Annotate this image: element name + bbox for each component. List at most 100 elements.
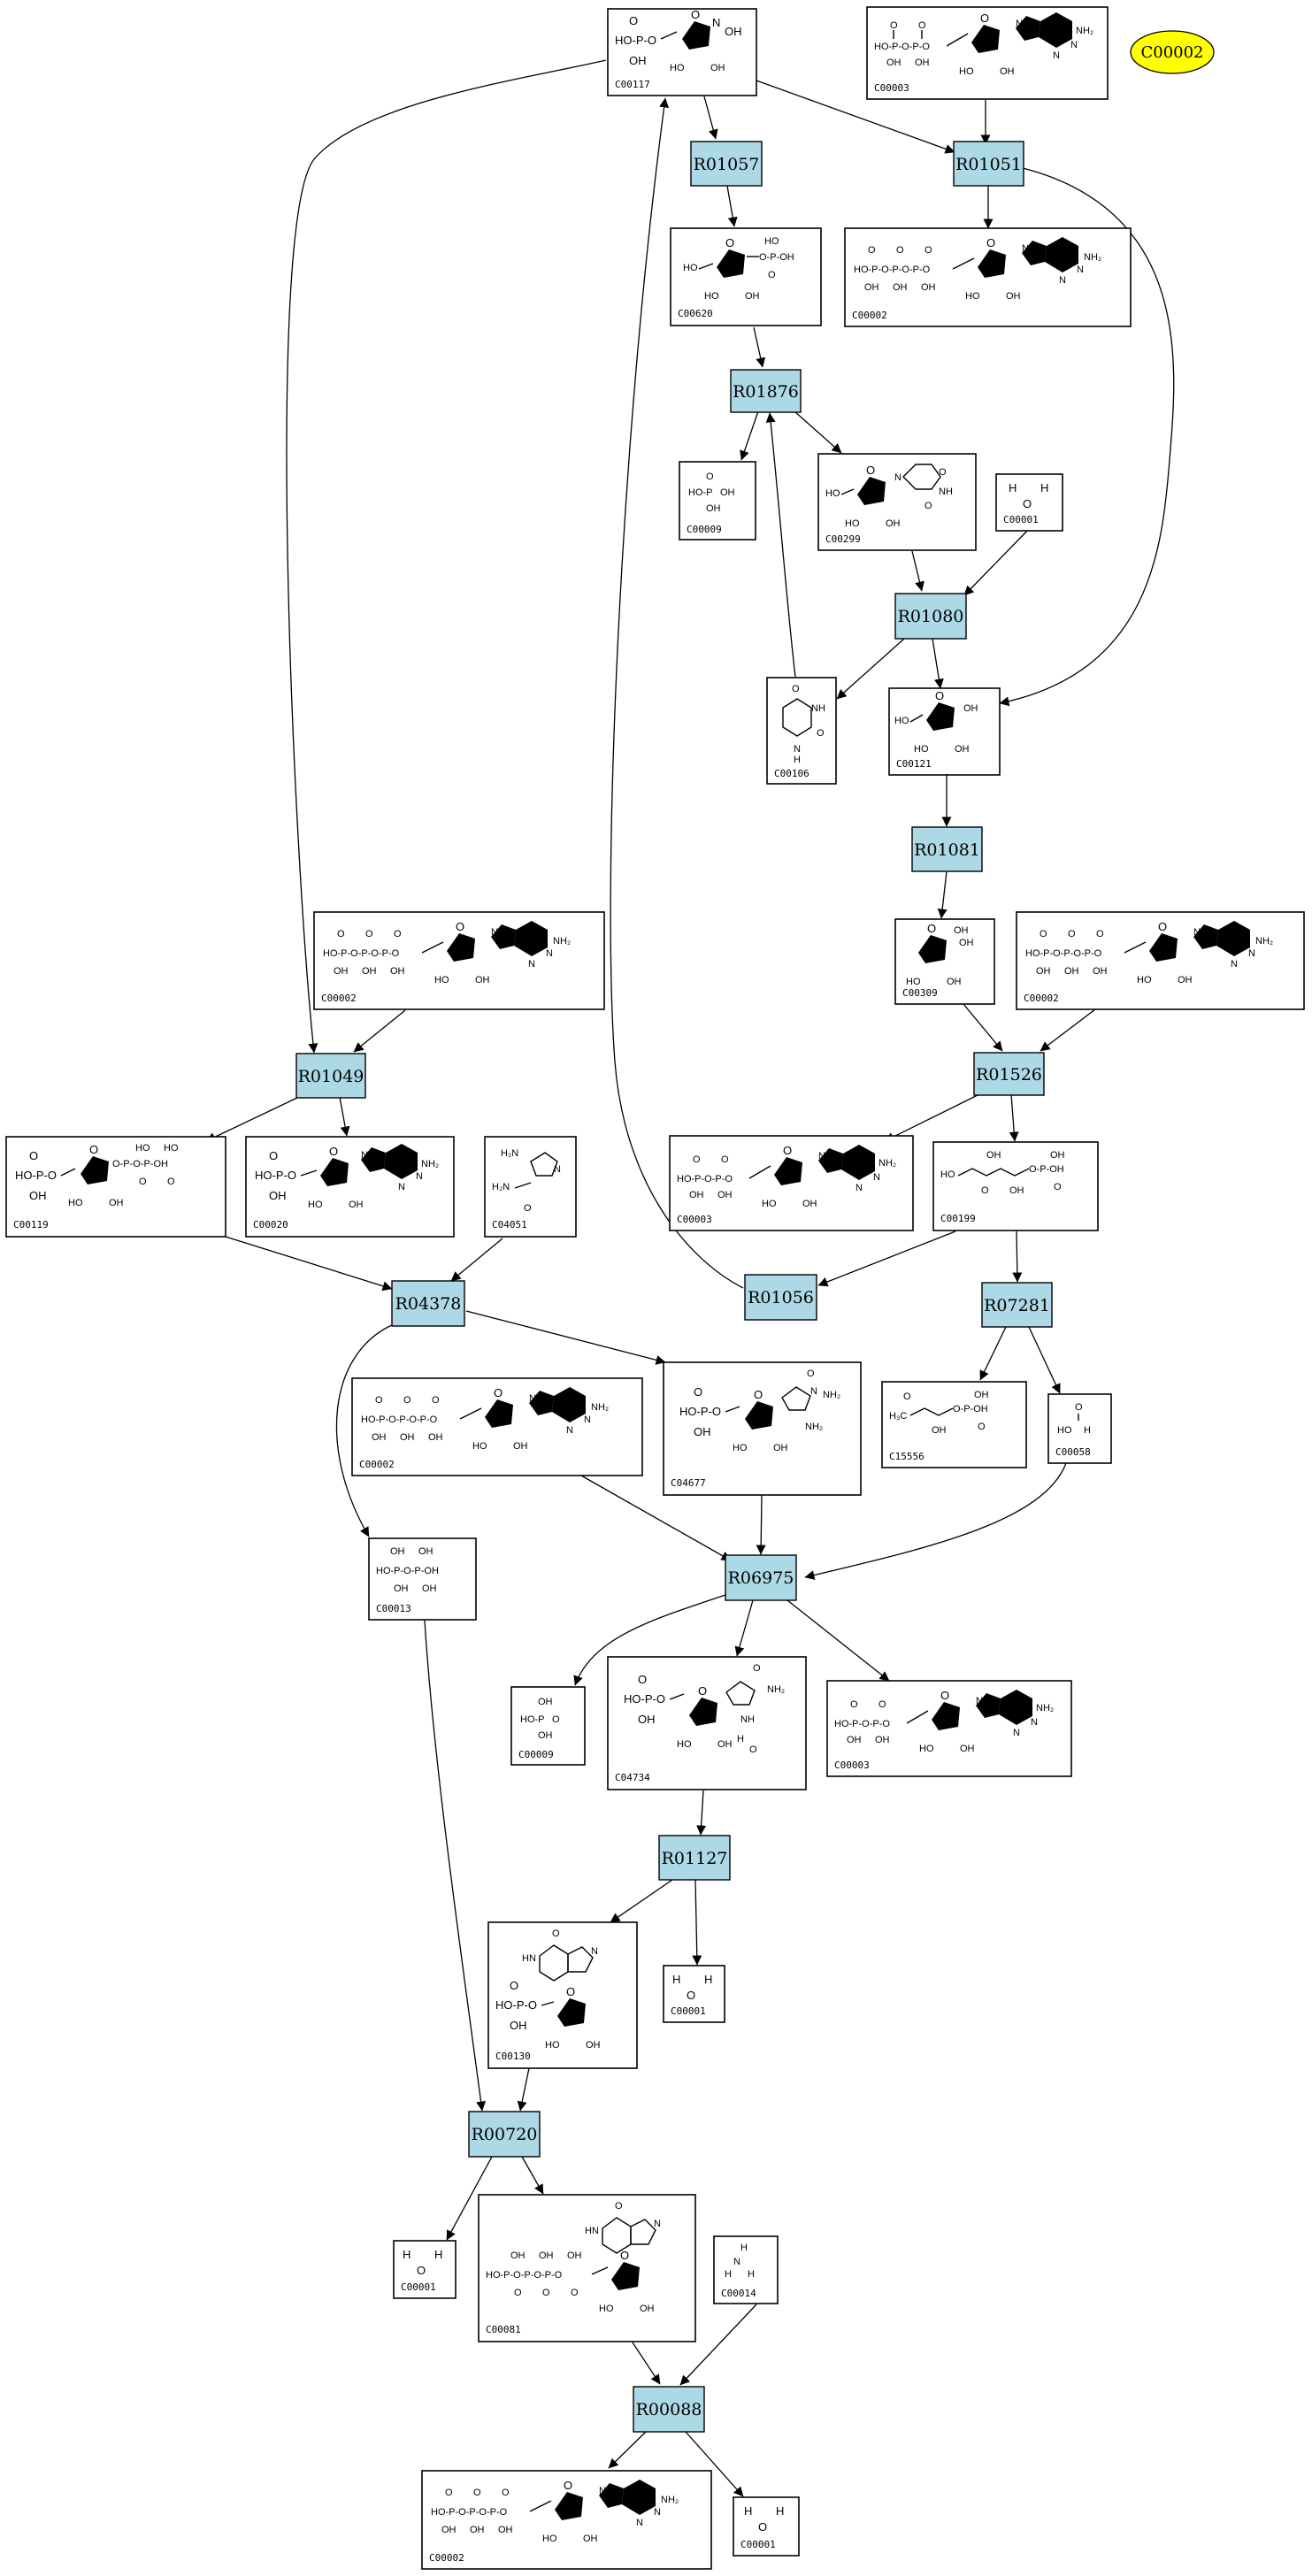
svg-text:N: N (712, 16, 720, 29)
svg-text:O: O (896, 245, 904, 256)
svg-text:OH: OH (725, 25, 742, 38)
svg-text:OH: OH (428, 1432, 443, 1443)
compound-node-c00199[interactable]: OH HO O-P-OH OH O OH O C00199 (932, 1141, 1099, 1231)
compound-node-c00121[interactable]: HO OH C00121 (888, 687, 1001, 776)
compound-label: C00002 (1024, 993, 1059, 1004)
compound-node-c00001-c[interactable]: C00001 (393, 2240, 457, 2299)
svg-text:OH: OH (441, 2525, 457, 2535)
svg-text:HO-P-O-P-O-P-O: HO-P-O-P-O-P-O (361, 1414, 438, 1425)
compound-node-c00117[interactable]: OH N C00117 (607, 8, 757, 96)
svg-text:HO: HO (894, 716, 909, 726)
compound-node-c00130[interactable]: O HN N C00130 (487, 1921, 638, 2069)
svg-text:H: H (748, 2269, 755, 2280)
reaction-node-r01526[interactable]: R01526 (973, 1052, 1045, 1096)
reaction-node-r01056[interactable]: R01056 (744, 1274, 817, 1321)
compound-label: C00003 (874, 82, 909, 94)
svg-text:OH: OH (567, 2250, 582, 2261)
reaction-node-r01876[interactable]: R01876 (730, 369, 802, 413)
structure-c04051: H₂N N H₂N O (492, 1148, 561, 1214)
compound-node-c00309[interactable]: OH OH C00309 (894, 918, 995, 1005)
svg-text:HO: HO (764, 236, 779, 247)
edge-r01127-c00130 (610, 1879, 673, 1923)
reaction-node-r00088[interactable]: R00088 (633, 2386, 705, 2433)
edge-c00001-r01080 (963, 528, 1030, 596)
compound-node-c04051[interactable]: H₂N N H₂N O C04051 (484, 1136, 577, 1238)
reaction-label: R01876 (733, 382, 799, 402)
compound-node-c00020[interactable]: NH₂ C00020 (245, 1136, 455, 1238)
compound-node-c15556[interactable]: O H₃C O-P-OH OH OH O C15556 (881, 1381, 1027, 1468)
compound-node-c04734[interactable]: O NH₂ NH H O C04734 (607, 1656, 807, 1790)
edge-c00081-r00088 (632, 2342, 661, 2385)
compound-node-c00058[interactable]: O HO H C00058 (1047, 1393, 1112, 1464)
reaction-node-r01127[interactable]: R01127 (658, 1835, 731, 1881)
reaction-node-r06975[interactable]: R06975 (725, 1554, 797, 1601)
compound-node-c00299[interactable]: HO O NH O N C00299 (817, 453, 977, 551)
compound-node-c04677[interactable]: N O NH₂ NH₂ C04677 (663, 1361, 862, 1496)
svg-text:HO: HO (825, 488, 840, 499)
svg-text:O: O (403, 1395, 411, 1406)
compound-node-c00620[interactable]: HO O-P-OH HO O C00620 (670, 227, 822, 326)
compound-node-c00001-b[interactable]: C00001 (663, 1965, 725, 2023)
reaction-node-r00720[interactable]: R00720 (468, 2111, 541, 2158)
reaction-nodes: R01057 R01051 R01876 R01080 R01081 R0104… (295, 141, 1053, 2433)
svg-text:H₂N: H₂N (492, 1182, 510, 1192)
compound-node-c00009-b[interactable]: OH HO-P O OH C00009 (510, 1686, 586, 1766)
svg-text:OH: OH (932, 1425, 947, 1436)
svg-text:O: O (925, 501, 932, 511)
compound-label: C00121 (896, 758, 932, 770)
compound-node-c00001-a[interactable]: C00001 (995, 473, 1063, 532)
highlighted-compound-node[interactable]: C00002 (1130, 30, 1215, 74)
edge-r07281-c00058 (1028, 1326, 1061, 1394)
compound-label: C15556 (889, 1451, 925, 1462)
svg-text:O: O (879, 1699, 886, 1710)
reaction-node-r01080[interactable]: R01080 (894, 593, 967, 640)
edge-c04051-r04378 (450, 1238, 503, 1282)
compound-label: C04734 (615, 1772, 650, 1783)
svg-text:OH: OH (418, 1546, 433, 1557)
edge-c00002-r01526 (1040, 1008, 1096, 1052)
reaction-node-r07281[interactable]: R07281 (981, 1282, 1053, 1328)
reaction-label: R07281 (984, 1296, 1050, 1315)
reaction-node-r01057[interactable]: R01057 (690, 141, 763, 187)
reaction-node-r01049[interactable]: R01049 (295, 1053, 366, 1099)
edge-r04378-c00013 (335, 1323, 395, 1537)
edge-c00013-r00720 (424, 1620, 487, 2112)
svg-text:N: N (794, 744, 801, 755)
compound-node-c00001-d[interactable]: C00001 (733, 2496, 800, 2557)
svg-text:N: N (894, 472, 902, 483)
svg-text:H: H (725, 2269, 732, 2280)
structure-c00309: OH OH (906, 922, 974, 987)
edge-c00117-r01049 (286, 59, 607, 1054)
svg-text:OH: OH (1036, 966, 1051, 977)
svg-text:OH: OH (538, 1730, 553, 1741)
compound-node-c00009-a[interactable]: O HO-P OH OH C00009 (679, 461, 756, 540)
svg-text:O: O (753, 1663, 761, 1674)
structure-c00009-b: OH HO-P O OH (520, 1697, 560, 1741)
svg-text:NH₂: NH₂ (1036, 1703, 1054, 1714)
svg-text:OH: OH (717, 1190, 733, 1200)
compound-node-c00106[interactable]: O NH O N H C00106 (766, 677, 837, 785)
compound-node-c00014[interactable]: H N H H C00014 (713, 2235, 779, 2304)
reaction-node-r01051[interactable]: R01051 (953, 141, 1024, 187)
edge-r00088-c00002 (608, 2431, 647, 2469)
reaction-node-r04378[interactable]: R04378 (391, 1280, 465, 1327)
svg-text:O: O (817, 728, 825, 739)
edge-c00106-r01876 (765, 412, 796, 678)
reaction-node-r01081[interactable]: R01081 (911, 826, 983, 872)
